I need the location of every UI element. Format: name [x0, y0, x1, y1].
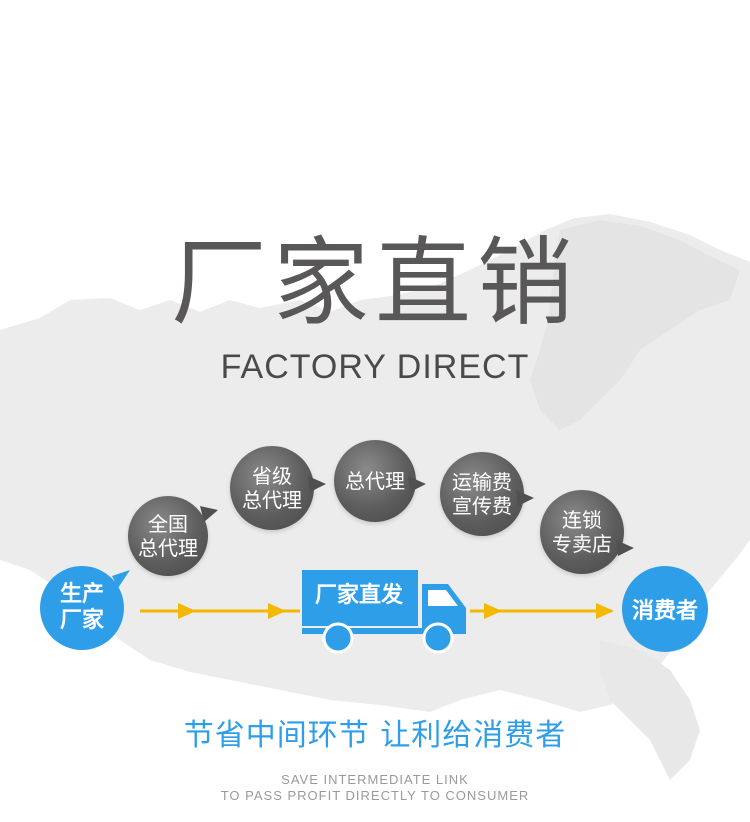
consumer-node: 消费者	[622, 566, 708, 652]
middleman-tail-3	[408, 476, 426, 492]
middleman-tail-4	[516, 490, 534, 506]
middleman-label-1: 全国 总代理	[138, 512, 198, 560]
middleman-bubble-3: 总代理	[334, 440, 416, 522]
page-title: 厂家直销	[171, 227, 579, 339]
middleman-label-4: 运输费 宣传费	[452, 470, 512, 518]
consumer-label: 消费者	[631, 599, 698, 624]
middleman-label-2: 省级 总代理	[242, 464, 302, 512]
middleman-label-3: 总代理	[345, 469, 405, 493]
producer-node: 生产 厂家	[40, 566, 124, 650]
middleman-tail-5	[616, 540, 634, 556]
slogan-english-line1: SAVE INTERMEDIATE LINK	[281, 772, 469, 787]
page-subtitle: FACTORY DIRECT	[220, 348, 530, 386]
middleman-tail-2	[308, 476, 326, 492]
middleman-bubble-2: 省级 总代理	[230, 446, 314, 530]
producer-tail	[112, 570, 130, 588]
truck-label: 厂家直发	[314, 583, 403, 608]
truck-icon	[302, 570, 466, 654]
middleman-bubble-1: 全国 总代理	[128, 496, 208, 576]
producer-label: 生产 厂家	[59, 582, 104, 633]
middleman-bubble-4: 运输费 宣传费	[440, 452, 524, 536]
slogan-english-line2: TO PASS PROFIT DIRECTLY TO CONSUMER	[220, 788, 530, 803]
slogan: 节省中间环节 让利给消费者	[183, 718, 567, 753]
middleman-bubble-5: 连锁 专卖店	[540, 490, 624, 574]
middleman-label-5: 连锁 专卖店	[552, 508, 612, 556]
middleman-tail-1	[200, 506, 218, 522]
